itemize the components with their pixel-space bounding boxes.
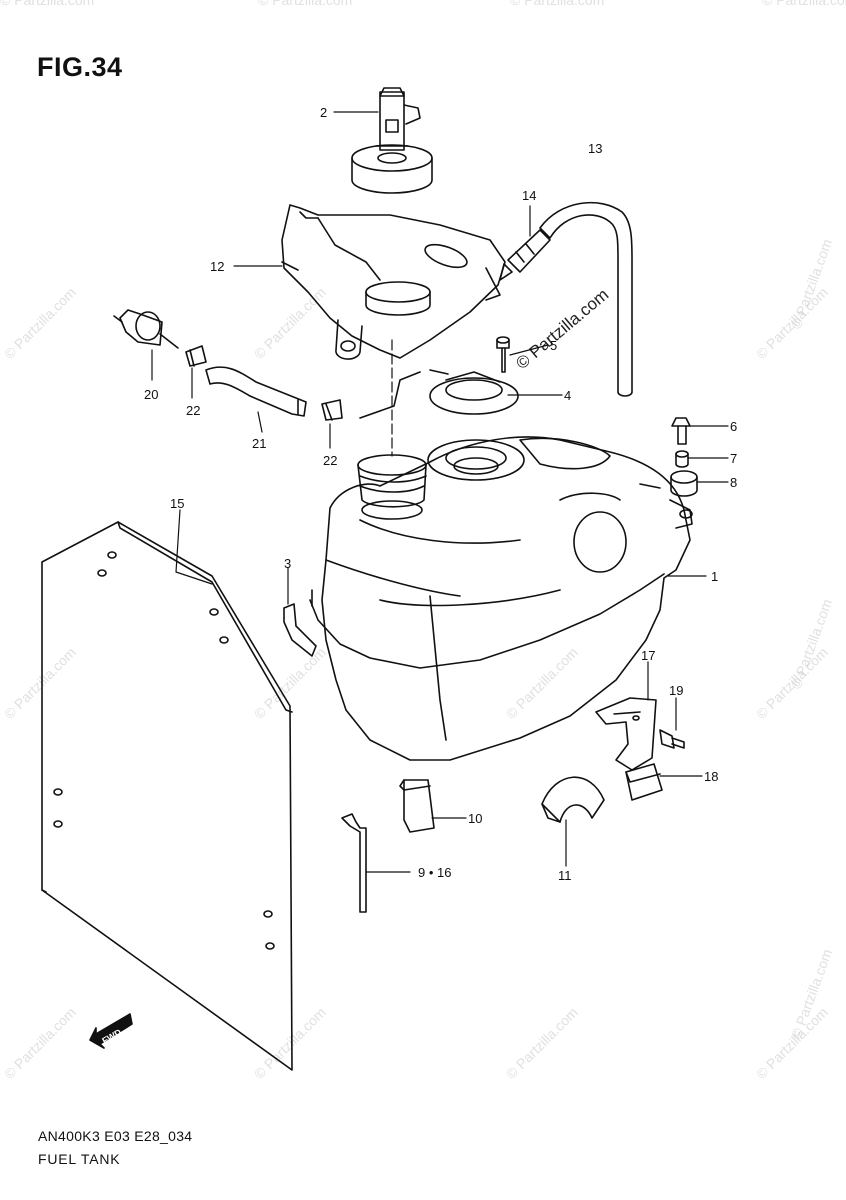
grommet-part: [670, 470, 698, 497]
bolt-part: [659, 729, 685, 749]
watermark: © Partzilla.com: [753, 1004, 831, 1082]
watermark: © Partzilla.com: [258, 0, 352, 8]
bracket-part: [595, 697, 657, 771]
callout-label: 6: [730, 419, 737, 434]
diagram-code: AN400K3 E03 E28_034: [38, 1128, 193, 1144]
callout-label: 8: [730, 475, 737, 490]
callout-label: 13: [588, 141, 602, 156]
watermark: © Partzilla.com: [510, 0, 604, 8]
watermark: © Partzilla.com: [1, 1004, 79, 1082]
callout-label: 1: [711, 569, 718, 584]
callout-label: 11: [558, 868, 572, 883]
callout-label: 2: [320, 105, 327, 120]
cushion-part: [625, 763, 663, 801]
callout-label: 22: [323, 453, 337, 468]
tube-part: [341, 813, 367, 913]
callout-label: 18: [704, 769, 718, 784]
pump-unit-part: [359, 369, 519, 419]
callout-label: 14: [522, 188, 536, 203]
watermark: © Partzilla.com: [503, 644, 581, 722]
collar-part: [675, 450, 689, 468]
callout-label: 9 • 16: [418, 865, 451, 880]
bolt-part: [671, 417, 691, 445]
fuel-hose-part: [205, 366, 307, 417]
screw-part: [496, 336, 510, 373]
watermark: © Partzilla.com: [0, 0, 94, 8]
callout-label: 17: [641, 648, 655, 663]
clamp-part: [321, 399, 343, 421]
tray-cover-part: [281, 204, 506, 360]
fuel-cap-part: [351, 87, 433, 194]
small-bracket-part: [283, 603, 317, 657]
watermark: © Partzilla.com: [251, 284, 329, 362]
callout-label: 10: [468, 811, 482, 826]
hose-joint-part: [499, 229, 551, 281]
callouts: 1 2 3 4 5 6 7 8 9 • 16 10 11 12 13 14 15…: [144, 105, 737, 883]
long-hose-part: [539, 201, 633, 397]
fuel-tank-part: [309, 436, 693, 761]
watermark: © Partzilla.com: [1, 644, 79, 722]
cushion-part: [399, 779, 435, 833]
watermark: © Partzilla.com: [251, 1004, 329, 1082]
fwd-arrow-icon: [89, 1013, 133, 1049]
callout-label: 22: [186, 403, 200, 418]
arc-cushion-part: [541, 776, 605, 823]
watermark-layer: © Partzilla.com © Partzilla.com © Partzi…: [0, 0, 846, 1082]
pump-flange: [427, 439, 525, 481]
watermark: © Partzilla.com: [788, 237, 835, 331]
diagram-name: FUEL TANK: [38, 1151, 121, 1167]
callout-label: 19: [669, 683, 683, 698]
callout-label: 15: [170, 496, 184, 511]
watermark: © Partzilla.com: [1, 284, 79, 362]
watermark: © Partzilla.com: [503, 1004, 581, 1082]
callout-label: 5: [550, 338, 557, 353]
watermark-center: © Partzilla.com: [512, 285, 612, 373]
callout-label: 20: [144, 387, 158, 402]
callout-label: 12: [210, 259, 224, 274]
callout-label: 4: [564, 388, 571, 403]
figure-title: FIG.34: [37, 52, 123, 82]
filler-neck: [357, 454, 427, 520]
watermark: © Partzilla.com: [762, 0, 846, 8]
panel-board-part: [41, 521, 293, 1071]
valve-part: [113, 309, 179, 349]
callout-label: 7: [730, 451, 737, 466]
clamp-part: [185, 345, 207, 367]
leader-lines: [151, 111, 729, 873]
callout-label: 3: [284, 556, 291, 571]
callout-label: 21: [252, 436, 266, 451]
watermark: © Partzilla.com: [788, 597, 835, 691]
